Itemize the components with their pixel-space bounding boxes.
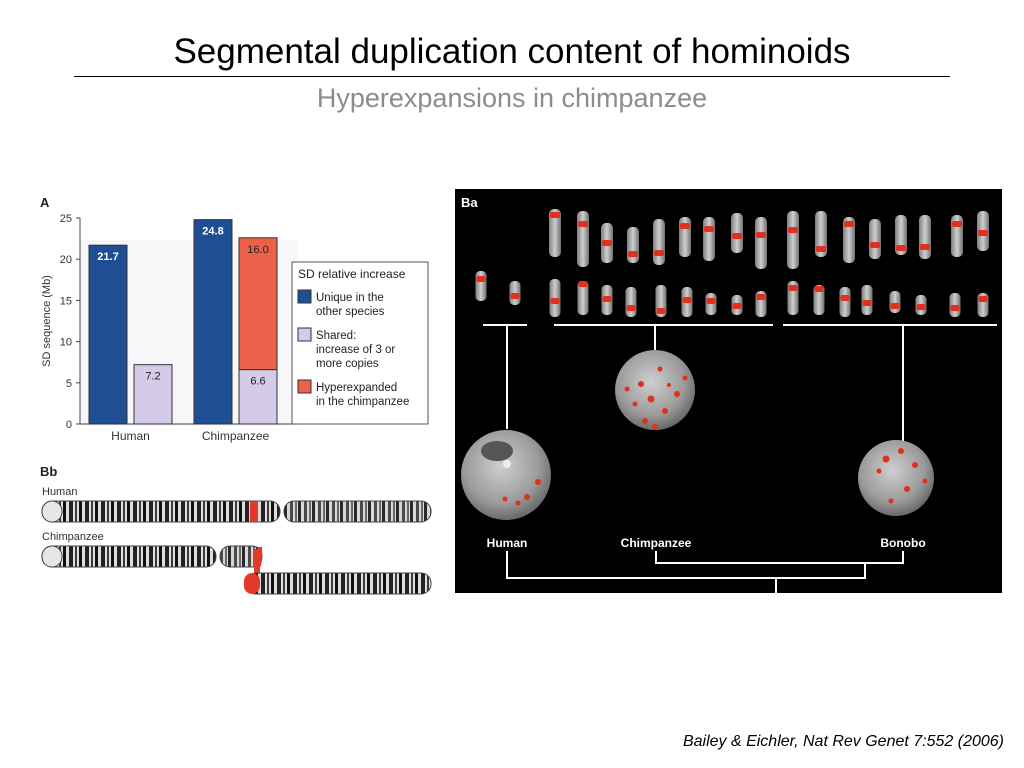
y-axis-label: SD sequence (Mb) xyxy=(41,275,53,367)
human-sd-band xyxy=(250,501,258,522)
data-label: 24.8 xyxy=(202,226,223,238)
data-label: 16.0 xyxy=(247,244,268,256)
legend-entry-hyper: in the chimpanzee xyxy=(316,396,409,408)
y-tick-label: 10 xyxy=(60,337,72,349)
legend-entry-shared: Shared: xyxy=(316,330,356,342)
chart-bars: 21.7 7.2 24.8 6.6 16.0 xyxy=(88,219,278,425)
bar-unique xyxy=(88,244,128,425)
legend-entry-shared: increase of 3 or xyxy=(316,344,395,356)
y-tick-label: 5 xyxy=(66,378,72,390)
tree-lines xyxy=(483,324,997,593)
chimp-sd-band xyxy=(254,549,260,593)
data-label: 6.6 xyxy=(250,376,265,388)
human-nucleus xyxy=(461,430,551,520)
fish-image-panel: Ba xyxy=(455,189,1002,593)
chimp-chromosome-label: Chimpanzee xyxy=(42,531,104,543)
legend-entry-hyper: Hyperexpanded xyxy=(316,382,397,394)
fish-label-chimpanzee: Chimpanzee xyxy=(621,536,692,550)
legend-entry-unique: Unique in the xyxy=(316,292,384,304)
y-tick-label: 25 xyxy=(60,213,72,225)
data-label: 7.2 xyxy=(145,371,160,383)
data-label: 21.7 xyxy=(97,251,118,263)
slide-subtitle: Hyperexpansions in chimpanzee xyxy=(316,83,708,113)
fish-label-bonobo: Bonobo xyxy=(880,536,925,550)
legend-box xyxy=(291,261,429,425)
bar-shared xyxy=(133,364,173,425)
legend-title: SD relative increase xyxy=(298,267,406,281)
chromosome-schematic: Bb Human Chimpanzee xyxy=(40,464,432,595)
title-divider xyxy=(74,76,950,77)
bonobo-nucleus xyxy=(858,440,934,516)
panel-a-label: A xyxy=(40,195,50,210)
legend-swatch-unique xyxy=(297,289,312,304)
legend-entry-shared: more copies xyxy=(316,358,379,370)
chimpanzee-nucleus xyxy=(615,350,695,430)
y-tick-label: 15 xyxy=(60,295,72,307)
x-category-label: Human xyxy=(111,429,150,443)
sd-bar-chart: A 0 5 10 15 20 25 SD sequence (Mb) Human Chimpan… xyxy=(40,195,429,443)
y-tick-label: 20 xyxy=(60,254,72,266)
legend-swatch-hyper xyxy=(297,379,312,394)
x-category-label: Chimpanzee xyxy=(202,429,270,443)
chart-axes: 0 5 10 15 20 25 SD sequence (Mb) Human Chimpanze… xyxy=(41,213,298,443)
bar-unique xyxy=(193,219,233,425)
chimp-chromosome xyxy=(41,545,432,595)
y-tick-label: 0 xyxy=(66,419,72,431)
human-chromosome xyxy=(41,500,432,523)
panel-ba-label: Ba xyxy=(461,195,478,210)
metaphase-chromosomes xyxy=(475,209,989,317)
panel-bb-label: Bb xyxy=(40,464,57,479)
human-chromosome-label: Human xyxy=(42,486,77,498)
bar-hyper xyxy=(238,237,278,371)
citation: Bailey & Eichler, Nat Rev Genet 7:552 (2… xyxy=(682,733,1004,750)
legend-entry-unique: other species xyxy=(316,306,385,318)
slide-title: Segmental duplication content of hominoi… xyxy=(173,32,851,71)
legend-swatch-shared xyxy=(297,327,312,342)
fish-label-human: Human xyxy=(487,536,528,550)
